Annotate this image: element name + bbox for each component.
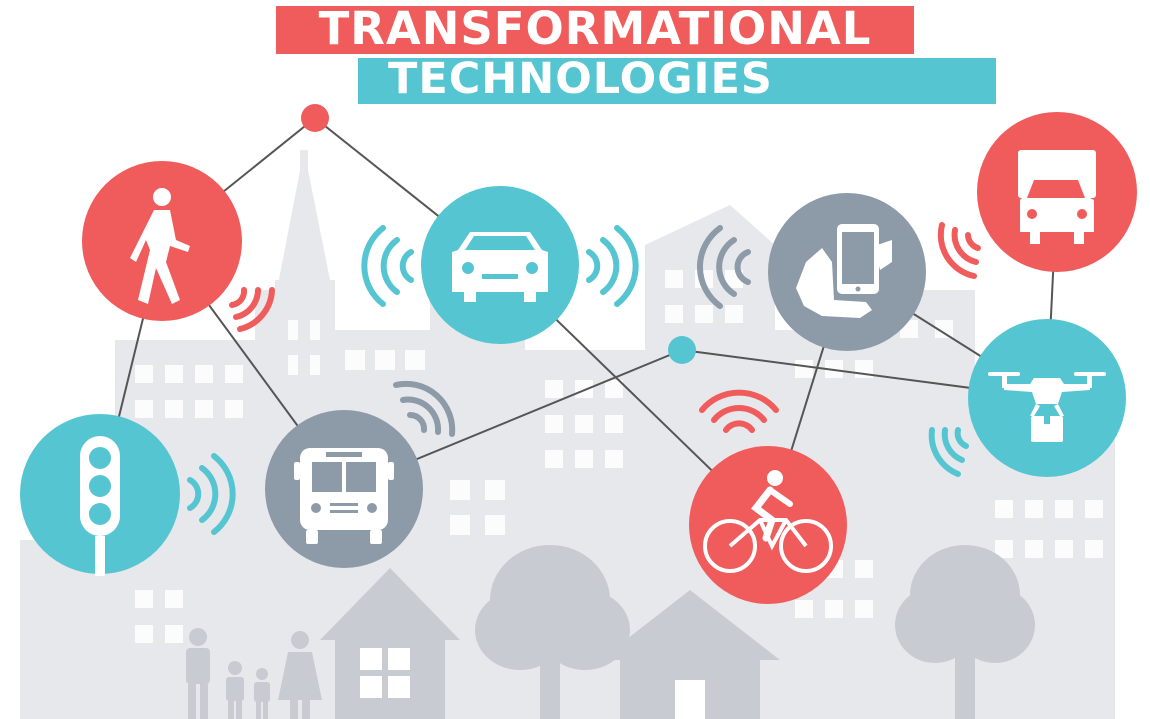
delivery-drone-icon: [988, 372, 1106, 442]
cyclist-icon: [703, 470, 833, 573]
hub-top: [301, 104, 329, 132]
title-line-2: TECHNOLOGIES: [358, 58, 996, 104]
truck-icon: [1018, 150, 1096, 244]
node-bus: [265, 410, 423, 568]
hand-holding-phone-icon: [796, 224, 892, 318]
car-icon: [452, 232, 548, 302]
node-pedestrian: [82, 161, 242, 321]
hub-middle: [668, 336, 696, 364]
tree-left-icon: [475, 545, 630, 719]
walking-person-icon: [130, 188, 190, 304]
signal-pedestrian-icon: [229, 287, 275, 332]
signal-smartphone-icon: [696, 225, 751, 309]
building-windows: [135, 270, 1103, 643]
family-icon: [186, 628, 322, 719]
node-smartphone: [768, 193, 926, 351]
signal-car-left-icon: [361, 225, 414, 307]
house-left-icon: [320, 568, 460, 719]
traffic-light-icon: [80, 436, 120, 576]
signal-bus-icon: [393, 380, 456, 437]
signal-drone-icon: [928, 427, 969, 477]
bus-icon: [294, 448, 394, 544]
neighborhood-foreground: [186, 545, 1035, 719]
signal-truck-icon: [937, 222, 981, 279]
node-bicycle: [689, 446, 847, 604]
tree-right-icon: [895, 545, 1035, 719]
node-traffic-light: [20, 414, 180, 576]
node-truck: [977, 112, 1137, 272]
house-center-icon: [600, 590, 780, 719]
signal-car-right-icon: [586, 225, 639, 307]
node-drone: [968, 319, 1126, 477]
title-line-1: TRANSFORMATIONAL: [276, 6, 914, 54]
wireless-signals: [187, 222, 981, 535]
signal-traffic-light-icon: [187, 453, 236, 535]
node-car: [421, 186, 579, 344]
signal-bicycle-icon: [699, 389, 779, 433]
